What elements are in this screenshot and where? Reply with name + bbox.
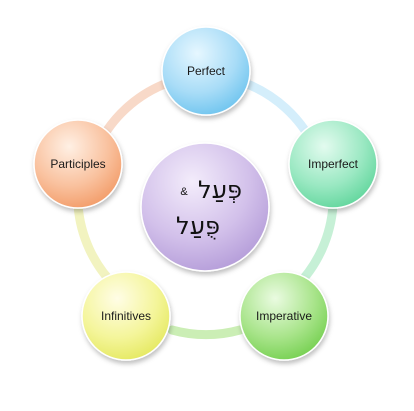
perfect-label: Perfect <box>186 64 226 78</box>
center-hebrew-line-2: פֻּעַל <box>176 212 220 240</box>
imperative-circle <box>239 271 329 361</box>
imperative-label: Imperative <box>255 309 313 323</box>
arc-imperative-infinitives <box>167 325 245 340</box>
arc-imperfect-imperative <box>291 200 338 292</box>
center-ampersand: & <box>180 186 188 198</box>
participles-label: Participles <box>50 157 106 171</box>
infinitives-label: Infinitives <box>100 309 152 323</box>
center-hebrew-line-1: פְּעַל <box>198 176 242 204</box>
imperfect-label: Imperfect <box>307 157 359 171</box>
perfect-circle <box>161 26 251 116</box>
imperfect-circle <box>288 119 378 209</box>
infinitives-circle <box>81 271 171 361</box>
center-circle <box>140 142 270 272</box>
participles-circle <box>33 119 123 209</box>
